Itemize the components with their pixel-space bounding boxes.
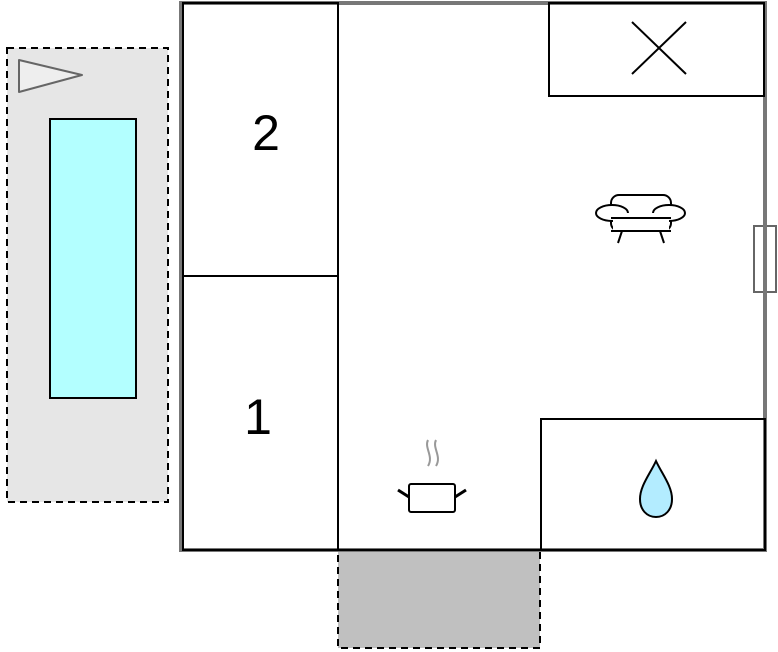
cross-box-outline (548, 2, 765, 97)
water-drop-icon (638, 458, 674, 519)
cross-icon (548, 2, 765, 97)
pool-icon (49, 118, 137, 399)
bedroom-1-outline (182, 275, 339, 551)
bathroom-outline (540, 418, 766, 551)
room-label-2: 2 (252, 105, 280, 161)
sofa-icon (595, 194, 686, 244)
entrance-area (337, 549, 541, 649)
room-label-1: 1 (244, 389, 272, 445)
cooking-pot-icon (397, 439, 467, 513)
north-arrow-icon (18, 59, 83, 93)
